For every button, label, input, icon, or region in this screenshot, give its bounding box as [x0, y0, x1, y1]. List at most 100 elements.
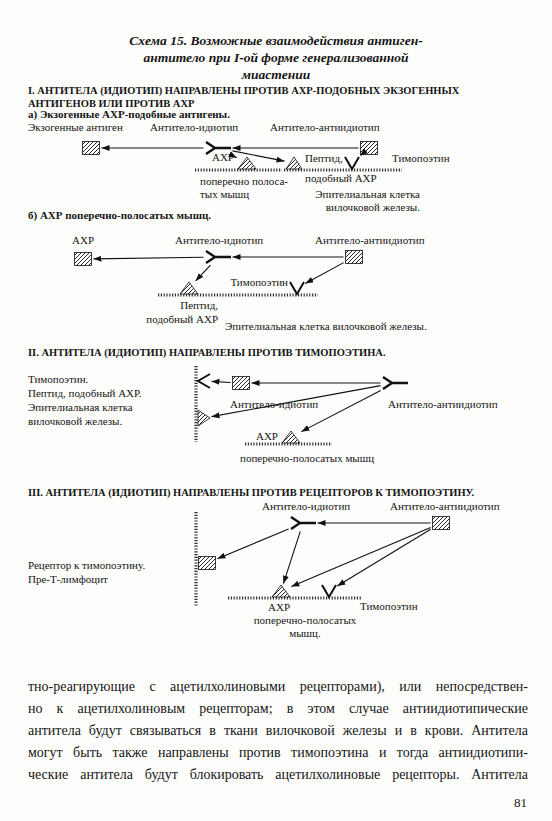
symbol-outline: [206, 251, 231, 263]
symbol-shape: [232, 376, 250, 390]
tissue-label: поперечно полоса- тых мышц: [200, 175, 300, 201]
symbol-outline: [233, 377, 250, 390]
section-heading: II. АНТИТЕЛА (ИДИОТИП) НАПРАВЛЕНЫ ПРОТИВ…: [28, 346, 528, 359]
tissue-label: поперечно-полосатых мышц.: [240, 614, 370, 640]
symbol-shape: [322, 585, 336, 597]
arrow-connector: [93, 257, 203, 259]
antigen-symbol: Экзогенные антиген: [82, 141, 100, 155]
node-label: Тимопоэтин.: [28, 372, 178, 386]
node-label: Антитело-антиидиотип: [388, 398, 523, 411]
subsection-heading: а) Экзогенные АХР-подобные антигены.: [28, 107, 428, 121]
symbol-outline: [198, 410, 210, 426]
symbol-shape: [198, 556, 216, 570]
antiidiotype-symbol: Антитело-антиидиотип: [360, 141, 378, 155]
symbol-shape: [382, 376, 408, 390]
symbol-outline: [433, 517, 450, 530]
diagram-title: Схема 15. Возможные взаимодействия антиг…: [109, 32, 443, 83]
antibody-symbol: Антитело-идиотип: [290, 516, 316, 530]
arrow-connector: [318, 522, 431, 523]
node-label: АХР: [268, 601, 308, 614]
symbol-outline: [282, 431, 300, 443]
node-label: Пре-Т-лимфоцит: [28, 572, 193, 586]
node-label: Антитело-идиотип: [230, 398, 340, 411]
cell-label: Эпителиальная клетка вилочковой железы.: [225, 320, 525, 333]
symbol-outline: [272, 585, 290, 597]
arrow-connector: [233, 256, 344, 257]
node-label: АХР: [72, 234, 112, 247]
arrow-connector: [211, 386, 380, 417]
symbol-outline: [180, 282, 198, 294]
node-label: Антитело-идиотип: [262, 500, 372, 513]
arrow-connector: [232, 151, 284, 161]
node-label: Антитело-антиидиотип: [390, 500, 525, 513]
node-label: Пептид, подобный АХР: [305, 148, 385, 188]
node-label: Экзогенные антиген: [28, 121, 143, 134]
receptor-symbol: АХР: [238, 157, 256, 169]
symbol-shape: [198, 410, 210, 426]
symbol-outline: [238, 157, 256, 169]
arrow-connector: [217, 529, 288, 559]
symbol-outline: [322, 585, 336, 597]
node-label: Антитело-идиотип: [175, 234, 285, 247]
node-label: Антитело-антиидиотип: [315, 234, 450, 247]
symbol-outline: [199, 557, 216, 570]
symbol-outline: [291, 517, 316, 529]
symbol-shape: [345, 250, 363, 264]
arrow-connector: [359, 155, 360, 156]
node-label: Тимопоэтин: [392, 152, 482, 165]
arrow-connector: [211, 381, 230, 382]
page-number: 81: [514, 796, 544, 810]
thymopoietin-symbol: Тимопоэтин: [322, 585, 336, 597]
antibody-symbol: Антитело-антиидиотип: [382, 376, 408, 390]
peptide-symbol: Пептид, подобный АХР.: [198, 410, 210, 426]
antiidiotype-symbol: Антитело-антиидиотип: [345, 250, 363, 264]
node-label: Тимопоэтин: [224, 276, 288, 289]
cell-label: Эпителиальная клетка вилочковой железы.: [28, 400, 158, 428]
cell-surface: [194, 512, 197, 606]
symbol-outline: [198, 374, 210, 388]
symbol-shape: [286, 157, 302, 169]
node-label: Тимопоэтин: [360, 600, 450, 613]
symbol-outline: [345, 157, 359, 169]
body-text: ческие антитела будут блокировать ацетил…: [28, 766, 528, 784]
section-heading: III. АНТИТЕЛА (ИДИОТИП) НАПРАВЛЕНЫ ПРОТИ…: [28, 486, 528, 499]
symbol-outline: [286, 157, 302, 169]
node-label: АХР: [198, 151, 234, 164]
symbol-shape: [272, 585, 290, 597]
peptide-symbol: Пептид, подобный АХР: [286, 157, 302, 169]
peptide-symbol: Пептид, подобный АХР: [180, 282, 198, 294]
symbol-outline: [75, 253, 92, 266]
arrow-connector: [337, 529, 430, 586]
symbol-outline: [361, 142, 378, 155]
idiotype-symbol: Антитело-идиотип: [232, 376, 250, 390]
symbol-shape: [345, 157, 359, 169]
node-label: Антитело-антиидиотип: [270, 121, 405, 134]
symbol-shape: [74, 252, 92, 266]
symbol-shape: [82, 141, 100, 155]
symbol-shape: [180, 282, 198, 294]
arrow-connector: [102, 147, 204, 148]
symbol-shape: [432, 516, 450, 530]
body-text: могут быть также направлены против тимоп…: [28, 744, 528, 762]
cell-label: Эпителиальная клетка вилочковой железы.: [300, 188, 420, 214]
node-label: Пептид, подобный АХР.: [28, 386, 193, 400]
subsection-heading: б) АХР поперечно-полосатых мышц.: [28, 208, 428, 222]
thymopoietin-symbol: Тимопоэтин.: [198, 374, 210, 388]
symbol-outline: [290, 282, 304, 294]
antibody-symbol: Антитело-идиотип: [205, 250, 231, 264]
arrow-connector: [305, 263, 343, 284]
antiidiotype-symbol: Антитело-антиидиотип: [432, 516, 450, 530]
body-text: тно-реагирующие с ацетилхолиновыми рецеп…: [28, 678, 528, 696]
arrow-connector: [252, 382, 381, 383]
symbol-outline: [383, 377, 408, 389]
symbol-shape: [290, 516, 316, 530]
arrow-connector: [291, 527, 430, 586]
symbol-shape: [282, 431, 300, 443]
thymopoietin-symbol: Тимопоэтин: [345, 157, 359, 169]
node-label: АХР: [250, 430, 278, 443]
thymopoietin-symbol: Тимопоэтин: [290, 282, 304, 294]
symbol-shape: [205, 250, 231, 264]
symbol-shape: [198, 374, 210, 388]
arrow-connector: [301, 390, 380, 431]
symbol-outline: [346, 251, 363, 264]
